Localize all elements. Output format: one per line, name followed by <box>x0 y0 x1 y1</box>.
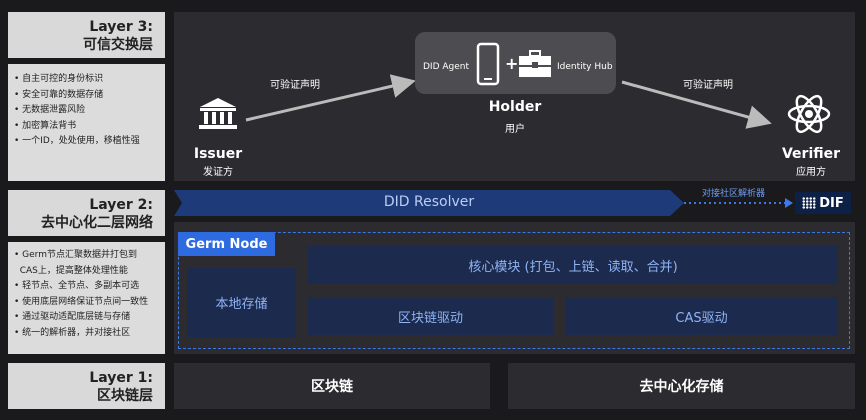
germ-node-frame <box>178 232 850 349</box>
dif-label: DIF <box>819 195 844 211</box>
chain-driver-box: 区块链驱动 <box>308 297 553 335</box>
atom-icon <box>786 92 832 136</box>
arrow-left-label: 可验证声明 <box>270 80 320 91</box>
bank-icon <box>196 96 240 132</box>
layer3-label-line1: Layer 3: <box>89 19 153 35</box>
blockchain-label: 区块链 <box>311 379 353 395</box>
layer3-desc-item: • 无数据泄露风险 <box>14 105 86 115</box>
layer2-desc-item: • 使用底层网络保证节点间一致性 <box>14 296 149 307</box>
credential-arrows <box>245 74 772 129</box>
arrow-issuer-to-holder <box>245 74 416 122</box>
layer2-label-line1: Layer 2: <box>89 197 153 213</box>
layer3-desc-item: • 一个ID，处处使用，移植性强 <box>14 136 140 146</box>
layer3-desc-item: • 安全可靠的数据存储 <box>14 89 104 100</box>
verifier-name: Verifier <box>781 146 841 162</box>
did-agent-label: DID Agent <box>423 62 470 72</box>
layer2-desc-item: • 轻节点、全节点、多副本可选 <box>14 281 140 291</box>
germ-node-tag: Germ Node <box>178 232 275 256</box>
community-dotted-arrow <box>684 198 793 208</box>
layer2-label-line2: 去中心化二层网络 <box>41 215 153 231</box>
layer3-label-line2: 可信交换层 <box>83 37 153 53</box>
layer3-label: Layer 3: 可信交换层 <box>8 12 165 58</box>
briefcase-icon <box>518 50 552 78</box>
core-module-box: 核心模块 (打包、上链、读取、合并) <box>308 246 838 284</box>
dif-logo: DIF <box>795 192 851 214</box>
arrow-holder-to-verifier <box>621 80 772 129</box>
did-resolver-label: DID Resolver <box>383 194 475 210</box>
layer3-desc-item: • 自主可控的身份标识 <box>14 74 104 84</box>
verifier-sub: 应用方 <box>796 167 826 178</box>
issuer-name: Issuer <box>193 146 243 162</box>
layer2-label: Layer 2: 去中心化二层网络 <box>8 190 165 236</box>
holder-name: Holder <box>488 99 542 115</box>
decentral-storage-label: 去中心化存储 <box>639 379 724 395</box>
holder-hub-box <box>415 32 616 94</box>
did-resolver-banner <box>174 190 684 216</box>
decentral-storage-box: 去中心化存储 <box>508 363 855 409</box>
layer3-desc-item: • 加密算法背书 <box>14 120 77 131</box>
dif-dots-icon <box>802 197 817 209</box>
local-storage-box: 本地存储 <box>187 268 296 337</box>
layer1-label-line2: 区块链层 <box>97 388 153 404</box>
layer2-desc-item: • Germ节点汇聚数据并打包到 <box>14 250 137 260</box>
cas-driver-box: CAS驱动 <box>565 297 838 335</box>
layer3-description: • 自主可控的身份标识 • 安全可靠的数据存储 • 无数据泄露风险 • 加密算法… <box>8 64 165 181</box>
layer2-desc-item: • 通过驱动适配底层链与存储 <box>14 312 131 322</box>
layer1-label: Layer 1: 区块链层 <box>8 363 165 409</box>
community-resolver-label: 对接社区解析器 <box>702 189 766 199</box>
holder-sub: 用户 <box>505 124 525 135</box>
issuer-sub: 发证方 <box>203 167 233 178</box>
layer2-desc-item: • 统一的解析器，并对接社区 <box>14 327 131 338</box>
plus-sign: + <box>505 54 519 73</box>
layer2-description: • Germ节点汇聚数据并打包到 CAS上，提高整体处理性能 • 轻节点、全节点… <box>8 242 165 354</box>
layer1-label-line1: Layer 1: <box>89 370 153 386</box>
layer2-desc-item: CAS上，提高整体处理性能 <box>19 265 128 276</box>
identity-hub-label: Identity Hub <box>557 62 613 72</box>
phone-icon <box>476 42 500 86</box>
blockchain-box: 区块链 <box>174 363 490 409</box>
arrow-right-label: 可验证声明 <box>683 80 733 91</box>
